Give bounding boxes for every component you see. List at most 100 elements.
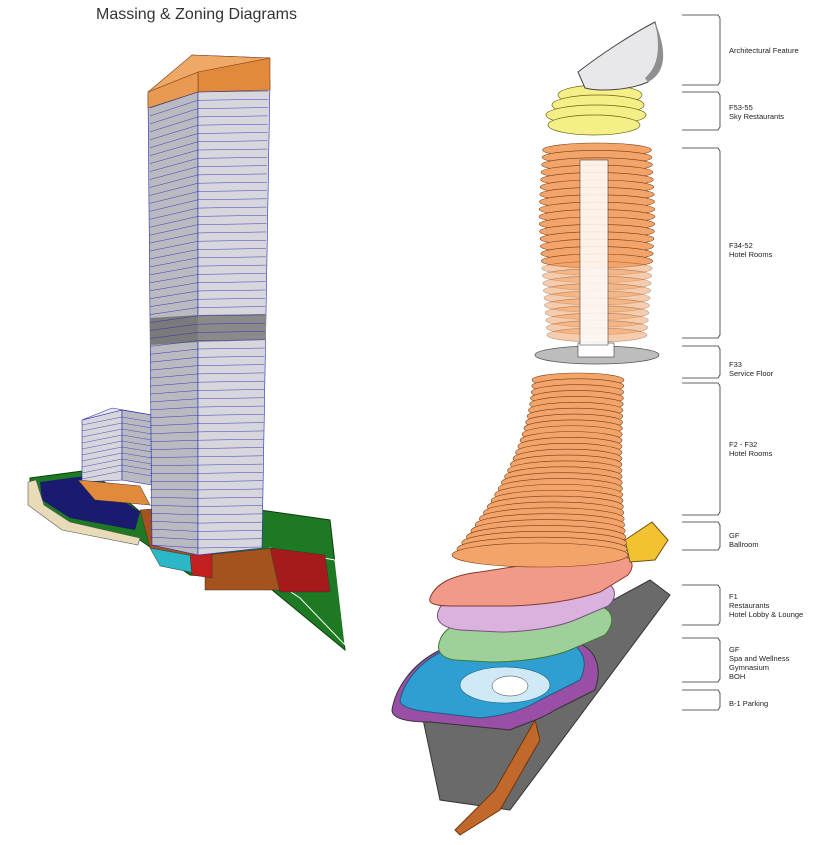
- tower-floor-line: [197, 132, 268, 134]
- podium-orange: [77, 479, 151, 506]
- zone-label-service-floor: F33 Service Floor: [729, 360, 774, 378]
- tower-floor-line: [149, 406, 199, 411]
- tower-floor-line: [149, 381, 199, 387]
- tower-floor-line: [149, 520, 199, 524]
- low-rise-floor-line: [121, 458, 153, 465]
- low-rise-floor-line: [81, 458, 123, 468]
- tower-floor-line: [149, 307, 199, 315]
- tower-floor-line: [197, 306, 266, 308]
- low-rise-floor-line: [121, 416, 153, 423]
- tower-crown-top: [147, 54, 271, 93]
- tower-floor-line: [149, 348, 199, 355]
- low-rise-floor-line: [81, 416, 123, 426]
- tower-floor-line: [149, 166, 199, 180]
- tower-floor-line: [149, 124, 199, 140]
- tower-floor-line: [197, 148, 268, 151]
- tower-floor-line: [149, 489, 199, 491]
- tower-floor-line: [149, 224, 199, 236]
- diagram-title: Massing & Zoning Diagrams: [96, 6, 297, 23]
- service-band-front: [150, 315, 198, 345]
- zone-label-lobby: F1 Restaurants Hotel Lobby & Lounge: [729, 592, 804, 619]
- tower-floor-line: [197, 281, 266, 283]
- tower-floor-line: [197, 173, 267, 176]
- low-rise-floor-line: [81, 464, 123, 474]
- tower-floor-line: [149, 528, 199, 532]
- low-rise-floor-line: [121, 428, 153, 435]
- zone-label-lower-hotel-rooms: F2 - F32 Hotel Rooms: [729, 440, 773, 458]
- low-rise-floor-line: [121, 422, 153, 429]
- tower-floor-line: [149, 448, 199, 450]
- tower-floor-line: [197, 115, 268, 118]
- low-rise-floor-line: [121, 446, 153, 453]
- tower-floor-line: [149, 373, 199, 379]
- zone-bracket: [682, 382, 721, 516]
- tower-floor-line: [197, 240, 267, 242]
- tower-floor-line: [197, 90, 269, 93]
- low-rise-floor-line: [121, 464, 153, 471]
- tower-floor-line: [197, 414, 264, 416]
- tower-floor-line: [149, 174, 199, 188]
- low-rise-floor-line: [81, 446, 123, 456]
- tower-floor-line: [149, 423, 199, 427]
- tower-floor-line: [149, 265, 199, 276]
- tower-floor-line: [197, 339, 265, 341]
- tower-floor-line: [149, 191, 199, 204]
- tower-floor-line: [197, 497, 263, 499]
- tower-floor-line: [149, 332, 199, 339]
- tower-floor-line: [197, 157, 268, 159]
- tower-floor-line: [149, 390, 199, 395]
- tower-floor-line: [197, 273, 266, 275]
- tower-floor-line: [149, 340, 199, 347]
- tower-floor-line: [197, 472, 263, 474]
- tower-floor-line: [149, 141, 199, 156]
- tower-floor-line: [197, 190, 267, 192]
- tower-floor-line: [197, 438, 264, 441]
- hotel-floor-ring: [451, 542, 629, 568]
- podium-red: [269, 547, 331, 593]
- low-rise-floor-line: [121, 470, 153, 477]
- tower-floor-line: [149, 241, 199, 252]
- tower-floor-line: [149, 249, 199, 260]
- architectural-feature-blade: [645, 22, 664, 82]
- tower-floor-line: [197, 430, 264, 433]
- tower-floor-line: [197, 248, 266, 250]
- tower-floor-line: [149, 365, 199, 371]
- low-rise-floor-line: [81, 440, 123, 450]
- tower-floor-line: [149, 290, 199, 299]
- tower-floor-line: [149, 415, 199, 419]
- tower-floor-line: [197, 165, 268, 167]
- upper-core: [579, 159, 609, 346]
- tower-floor-line: [197, 331, 265, 333]
- tower-floor-line: [197, 505, 263, 507]
- tower-floor-line: [197, 123, 268, 126]
- tower-floor-line: [149, 257, 199, 268]
- tower-floor-line: [149, 116, 199, 133]
- tower-floor-line: [197, 521, 263, 524]
- tower-floor-line: [197, 322, 265, 325]
- tower-floor-line: [197, 231, 267, 234]
- tower-floor-line: [197, 480, 263, 482]
- tower-floor-line: [149, 323, 199, 331]
- zone-bracket: [682, 91, 721, 131]
- tower-floor-line: [149, 544, 199, 549]
- tower-floor-line: [149, 299, 199, 307]
- massing-model: [27, 54, 346, 652]
- tower-floor-line: [149, 357, 199, 363]
- tower-floor-line: [197, 389, 265, 391]
- tower-floor-line: [149, 108, 199, 125]
- tower-floor-line: [149, 158, 199, 172]
- tower-floor-line: [197, 364, 265, 366]
- tower-floor-line: [197, 99, 268, 101]
- tower-floor-line: [197, 264, 266, 267]
- zone-bracket: [682, 584, 721, 626]
- tower-floor-line: [197, 181, 267, 184]
- zoning-model: [391, 21, 671, 836]
- tower-floor-line: [197, 314, 266, 317]
- zone-bracket: [682, 521, 721, 551]
- podium-brown-front: [204, 547, 281, 591]
- tower-floor-line: [197, 447, 264, 449]
- tower-floor-line: [197, 538, 263, 540]
- tower-floor-line: [149, 133, 199, 148]
- zone-label-sky-restaurants: F53-55 Sky Restaurants: [729, 103, 785, 121]
